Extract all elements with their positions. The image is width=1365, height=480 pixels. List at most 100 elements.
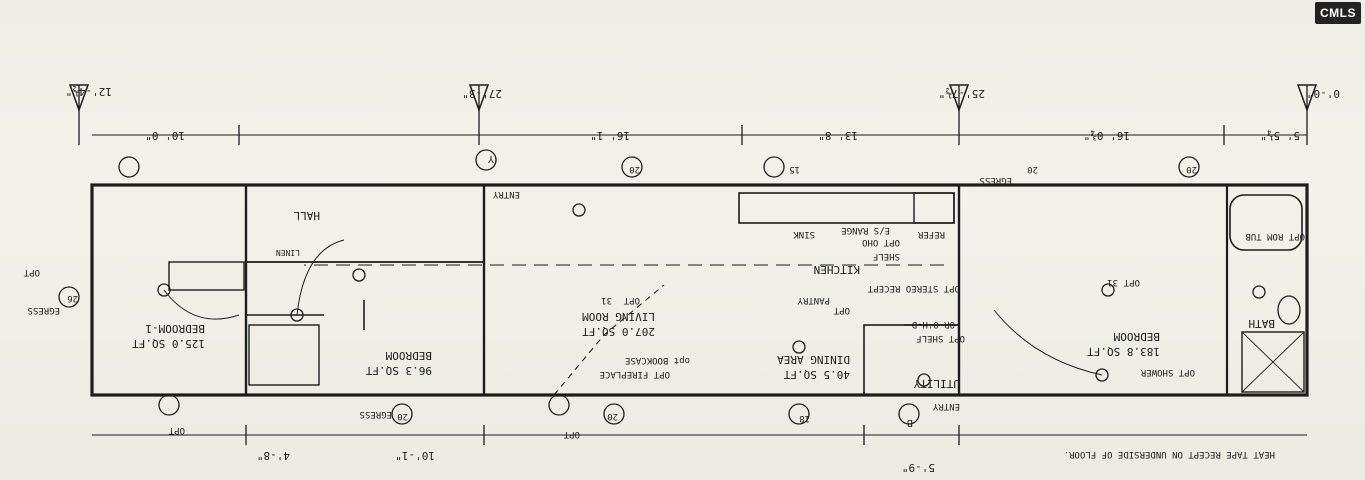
marker-20-e: 20 bbox=[607, 411, 618, 421]
dim-bottom-1: 10'-1" bbox=[395, 449, 435, 462]
switch-arc bbox=[993, 309, 1103, 376]
circuit-marker bbox=[352, 268, 366, 282]
dim-bottom-2: 5'-9" bbox=[902, 461, 935, 474]
callout-circle-y bbox=[475, 149, 497, 171]
room-bedroom-name: BEDROOM bbox=[385, 349, 432, 362]
marker-26: 26 bbox=[67, 293, 78, 303]
circuit-marker bbox=[1252, 285, 1266, 299]
room-utility: UTILITY bbox=[913, 377, 960, 390]
circuit-marker bbox=[1101, 283, 1115, 297]
label-egress-left: EGRESS bbox=[27, 305, 60, 315]
dim-top-6: 16'-0¾" bbox=[1084, 129, 1130, 142]
marker-20-b: 20 bbox=[1027, 164, 1038, 174]
marker-31-a: 31 bbox=[601, 295, 612, 305]
label-range: E/S RANGE bbox=[841, 225, 890, 235]
wall-marker-triangle bbox=[468, 84, 490, 113]
switch-arc bbox=[163, 289, 240, 320]
label-egress-top-right: EGRESS bbox=[979, 175, 1012, 185]
callout-circle-20 bbox=[1178, 156, 1200, 178]
switch-arc bbox=[296, 239, 345, 316]
room-bedroom1-area: 125.0 SQ.FT bbox=[132, 337, 205, 350]
plan-content bbox=[58, 84, 1318, 445]
toilet bbox=[1277, 295, 1301, 325]
callout-circle-15 bbox=[763, 156, 785, 178]
label-opt-bookcase: opt BOOKCASE bbox=[625, 355, 690, 365]
marker-15: 15 bbox=[789, 164, 800, 174]
linen-closet bbox=[168, 261, 245, 291]
dim-top-1: 10'-0" bbox=[145, 129, 185, 142]
label-linen: LINEN bbox=[276, 248, 300, 257]
marker-y: Y bbox=[488, 153, 494, 164]
dim-bottom-0: 4'-8" bbox=[257, 449, 290, 462]
circuit-marker bbox=[792, 340, 806, 354]
label-shelf: SHELF bbox=[873, 251, 900, 261]
label-heat-tape: HEAT TAPE RECEPT ON UNDERSIDE OF FLOOR. bbox=[1064, 449, 1275, 459]
label-opt-31-right: OPT bbox=[1123, 277, 1140, 287]
callout-circle-20 bbox=[118, 156, 140, 178]
kitchen-counter bbox=[738, 192, 955, 224]
dim-top-3: 16'-1" bbox=[590, 129, 630, 142]
label-opt-31-left: OPT bbox=[623, 295, 640, 305]
marker-31-b: 31 bbox=[1107, 277, 1118, 287]
exterior-wall bbox=[90, 183, 1309, 397]
room-dining-area: 40.5 SQ.FT bbox=[783, 368, 850, 381]
label-pantry: PANTRY bbox=[797, 295, 830, 305]
label-entry-top: ENTRY bbox=[492, 189, 520, 199]
shower-stall bbox=[1241, 331, 1305, 393]
room-bedroom-right-name: BEDROOM bbox=[1113, 330, 1160, 343]
room-living-area: 207.0 SQ.FT bbox=[582, 325, 655, 338]
marker-20-a: 20 bbox=[629, 164, 640, 174]
label-opt-20-bottom-left: OPT bbox=[168, 425, 185, 435]
fireplace-outline bbox=[553, 284, 665, 396]
dim-top-8: 0'-0" bbox=[1307, 87, 1340, 100]
callout-circle-20 bbox=[603, 403, 625, 425]
circuit-marker bbox=[917, 373, 931, 387]
label-egress-bottom: EGRESS bbox=[359, 409, 392, 419]
label-opt-shelf: OPT SHELF bbox=[916, 333, 965, 343]
room-bedroom1-name: BEDROOM-1 bbox=[145, 322, 205, 335]
label-refer: REFER bbox=[917, 229, 945, 239]
wall-marker-triangle bbox=[68, 84, 90, 113]
label-opt-oho: OPT OHO bbox=[862, 237, 900, 247]
marker-20-d: 20 bbox=[397, 411, 408, 421]
room-bedroom-area: 96.3 SQ.FT bbox=[365, 364, 432, 377]
callout-circle-20 bbox=[391, 403, 413, 425]
dim-top-2: 27'-3" bbox=[462, 87, 502, 100]
wall-marker-triangle bbox=[948, 84, 970, 113]
label-opt-20-left: OPT bbox=[23, 267, 40, 277]
refrigerator bbox=[913, 192, 955, 224]
room-bath: BATH bbox=[1249, 317, 1276, 330]
room-dining-name: DINING AREA bbox=[777, 353, 850, 366]
marker-b: B bbox=[907, 417, 913, 428]
label-opt-stereo: OPT STEREO RECEPT bbox=[867, 283, 960, 293]
marker-20-c: 20 bbox=[1186, 164, 1197, 174]
dim-top-4: 13'-8" bbox=[818, 129, 858, 142]
label-sink: SINK bbox=[793, 229, 815, 239]
callout-circle-20 bbox=[548, 394, 570, 416]
circuit-marker bbox=[572, 203, 586, 217]
dim-top-7: 5'-5¼" bbox=[1260, 129, 1300, 142]
room-kitchen: KITCHEN bbox=[814, 263, 860, 276]
room-bedroom-right-area: 183.8 SQ.FT bbox=[1087, 345, 1160, 358]
wall-marker-triangle bbox=[1296, 84, 1318, 113]
room-hall: HALL bbox=[293, 209, 320, 222]
closet bbox=[248, 324, 320, 386]
dim-top-5: 25'-7½" bbox=[939, 87, 985, 100]
circuit-marker bbox=[290, 308, 304, 322]
dim-top-0: 12'-4½" bbox=[66, 85, 112, 98]
circuit-marker bbox=[157, 283, 171, 297]
marker-18: 18 bbox=[799, 413, 810, 423]
room-living-name: LIVING ROOM bbox=[582, 310, 655, 323]
callout-circle-26 bbox=[58, 286, 80, 308]
plan-labels: BEDROOM-1 125.0 SQ.FT BEDROOM 96.3 SQ.FT… bbox=[23, 85, 1340, 474]
label-opt-shower: OPT SHOWER bbox=[1140, 367, 1195, 377]
callout-circle-20 bbox=[158, 394, 180, 416]
bathtub bbox=[1229, 194, 1303, 251]
label-or-oh: OR O'H-D bbox=[912, 319, 955, 329]
label-opt-fireplace: OPT FIREPLACE bbox=[600, 369, 670, 379]
watermark-logo: CMLS bbox=[1315, 2, 1361, 24]
label-entry-bottom: ENTRY bbox=[932, 401, 960, 411]
callout-circle-b bbox=[898, 403, 920, 425]
